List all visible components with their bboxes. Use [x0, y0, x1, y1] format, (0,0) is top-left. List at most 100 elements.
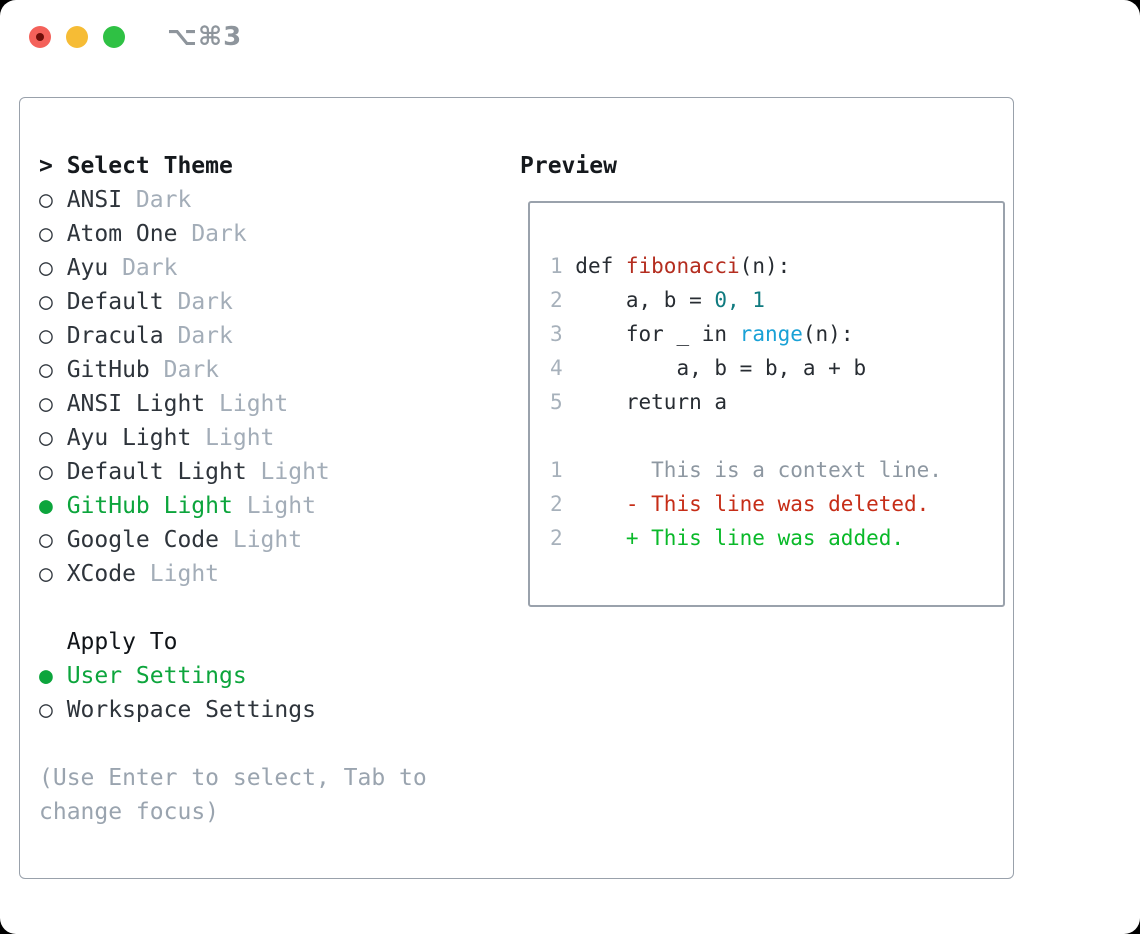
theme-variant: Dark	[122, 255, 178, 281]
code-token-add: + This line was added.	[575, 526, 905, 550]
theme-name: Ayu	[66, 255, 109, 281]
radio-icon: ○	[39, 391, 53, 417]
theme-variant: Dark	[163, 357, 220, 383]
code-token-pl: a, b = b, a + b	[575, 356, 867, 380]
apply-to-label: Apply To	[66, 629, 178, 655]
theme-option-xcode[interactable]: ○ XCode Light	[39, 557, 501, 591]
code-token-pl: def	[575, 254, 626, 278]
theme-option-ansi-light[interactable]: ○ ANSI Light Light	[39, 387, 501, 421]
apply-option-label: Workspace Settings	[66, 697, 316, 723]
theme-name: ANSI Light	[66, 391, 206, 417]
code-token-ln: 2	[550, 288, 576, 312]
theme-variant: Light	[246, 493, 316, 519]
radio-icon: ○	[39, 323, 53, 349]
radio-selected-icon: ●	[39, 493, 53, 519]
theme-name: XCode	[66, 561, 136, 587]
theme-variant: Light	[232, 527, 303, 553]
code-token-pl: return a	[575, 390, 728, 414]
keyboard-hint-text: (Use Enter to select, Tab to change focu…	[39, 765, 427, 825]
code-token-call: range	[739, 322, 803, 346]
theme-name: GitHub Light	[66, 493, 233, 519]
preview-code-line: 2 a, b = 0, 1	[550, 283, 1003, 317]
code-token-ln: 1	[550, 254, 576, 278]
radio-selected-icon: ●	[39, 663, 53, 689]
code-token-ln: 3	[550, 322, 576, 346]
code-token-pl: (n):	[739, 254, 791, 278]
theme-option-atom-one-dark[interactable]: ○ Atom One Dark	[39, 217, 501, 251]
code-token-fn: fibonacci	[625, 254, 740, 278]
theme-variant: Dark	[135, 187, 192, 213]
code-token-ln: 2	[550, 526, 576, 550]
theme-variant: Light	[149, 561, 220, 587]
minimize-button-icon[interactable]	[66, 26, 88, 48]
theme-variant: Light	[219, 391, 289, 417]
apply-to-heading: Apply To	[39, 625, 501, 659]
radio-icon: ○	[39, 459, 53, 485]
radio-icon: ○	[39, 527, 53, 553]
preview-code-line: 5 return a	[550, 385, 1003, 419]
theme-option-ayu-dark[interactable]: ○ Ayu Dark	[39, 251, 501, 285]
code-token-ctx: This is a context line.	[575, 458, 942, 482]
cursor-arrow-icon: >	[39, 153, 53, 179]
theme-variant: Dark	[177, 323, 233, 349]
apply-option-label: User Settings	[66, 663, 247, 689]
code-token-ln: 4	[550, 356, 576, 380]
heading-indent	[39, 625, 67, 659]
code-token-ln: 1	[550, 458, 576, 482]
theme-name: Google Code	[66, 527, 220, 553]
apply-option-workspace-settings[interactable]: ○ Workspace Settings	[39, 693, 501, 727]
theme-name: GitHub	[66, 357, 150, 383]
window-title-shortcut: ⌥⌘3	[167, 22, 243, 52]
code-token-ln: 2	[550, 492, 576, 516]
theme-variant: Light	[205, 425, 275, 451]
theme-option-default-light[interactable]: ○ Default Light Light	[39, 455, 501, 489]
preview-heading: Preview	[520, 153, 617, 179]
theme-name: Dracula	[66, 323, 164, 349]
radio-icon: ○	[39, 187, 53, 213]
code-token-pl: a, b =	[575, 288, 715, 312]
theme-option-github-light[interactable]: ● GitHub Light Light	[39, 489, 501, 523]
radio-icon: ○	[39, 425, 53, 451]
theme-variant: Light	[260, 459, 330, 485]
preview-code-line: 2 - This line was deleted.	[550, 487, 1003, 521]
code-token-pl: for _ in	[575, 322, 740, 346]
radio-icon: ○	[39, 289, 53, 315]
close-button-icon[interactable]	[29, 26, 51, 48]
radio-icon: ○	[39, 255, 53, 281]
preview-code-line: 1 This is a context line.	[550, 453, 1003, 487]
theme-name: Atom One	[66, 221, 178, 247]
theme-option-github-dark[interactable]: ○ GitHub Dark	[39, 353, 501, 387]
zoom-button-icon[interactable]	[103, 26, 125, 48]
theme-option-ansi-dark[interactable]: ○ ANSI Dark	[39, 183, 501, 217]
apply-option-user-settings[interactable]: ● User Settings	[39, 659, 501, 693]
titlebar: ⌥⌘3	[29, 22, 242, 52]
code-token-pl: (n):	[802, 322, 854, 346]
theme-option-google-code[interactable]: ○ Google Code Light	[39, 523, 501, 557]
select-theme-heading: > Select Theme	[39, 149, 501, 183]
select-theme-label: Select Theme	[66, 153, 233, 179]
radio-icon: ○	[39, 697, 53, 723]
theme-variant: Dark	[191, 221, 247, 247]
code-token-del: - This line was deleted.	[575, 492, 930, 516]
radio-icon: ○	[39, 357, 53, 383]
radio-icon: ○	[39, 221, 53, 247]
theme-option-ayu-light[interactable]: ○ Ayu Light Light	[39, 421, 501, 455]
theme-name: Default Light	[66, 459, 247, 485]
preview-column: Preview 1 def fibonacci(n):2 a, b = 0, 1…	[501, 149, 1013, 829]
theme-option-dracula-dark[interactable]: ○ Dracula Dark	[39, 319, 501, 353]
preview-code-line: 4 a, b = b, a + b	[550, 351, 1003, 385]
theme-variant: Dark	[177, 289, 233, 315]
radio-icon: ○	[39, 561, 53, 587]
theme-option-default-dark[interactable]: ○ Default Dark	[39, 285, 501, 319]
code-token-ln: 5	[550, 390, 576, 414]
theme-name: Default	[66, 289, 164, 315]
code-token-num: 0, 1	[714, 288, 765, 312]
theme-name: Ayu Light	[66, 425, 192, 451]
theme-name: ANSI	[66, 187, 123, 213]
preview-code-line	[550, 419, 1003, 453]
